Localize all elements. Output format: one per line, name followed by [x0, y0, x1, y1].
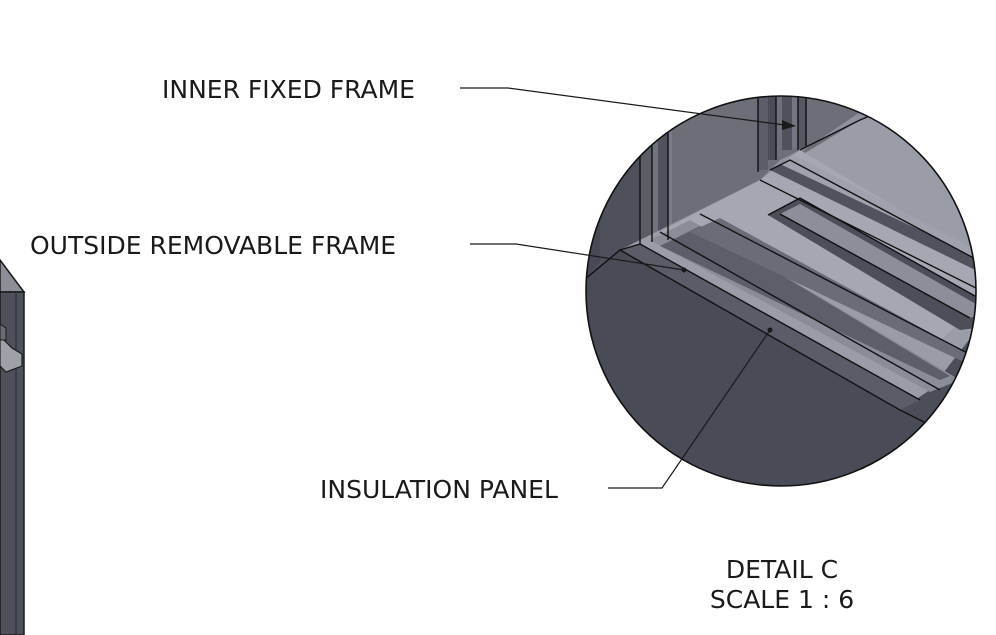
label-outside-removable-frame: OUTSIDE REMOVABLE FRAME [30, 231, 396, 260]
arrowhead-inner-fixed-frame [782, 120, 796, 130]
label-insulation-panel: INSULATION PANEL [320, 475, 558, 504]
leader-outside-removable-frame [470, 243, 685, 271]
dot-insulation-panel [767, 327, 773, 333]
label-inner-fixed-frame: INNER FIXED FRAME [162, 75, 415, 104]
detail-c-view [586, 96, 976, 486]
leader-insulation-panel [608, 329, 771, 489]
leader-lines [460, 87, 793, 489]
detail-scale: SCALE 1 : 6 [710, 585, 854, 614]
detail-title: DETAIL C [726, 555, 838, 584]
detail-c-boundary [585, 95, 977, 487]
leader-inner-fixed-frame [460, 87, 793, 127]
partial-main-view [0, 258, 26, 635]
dot-outside-removable-frame [681, 267, 687, 273]
